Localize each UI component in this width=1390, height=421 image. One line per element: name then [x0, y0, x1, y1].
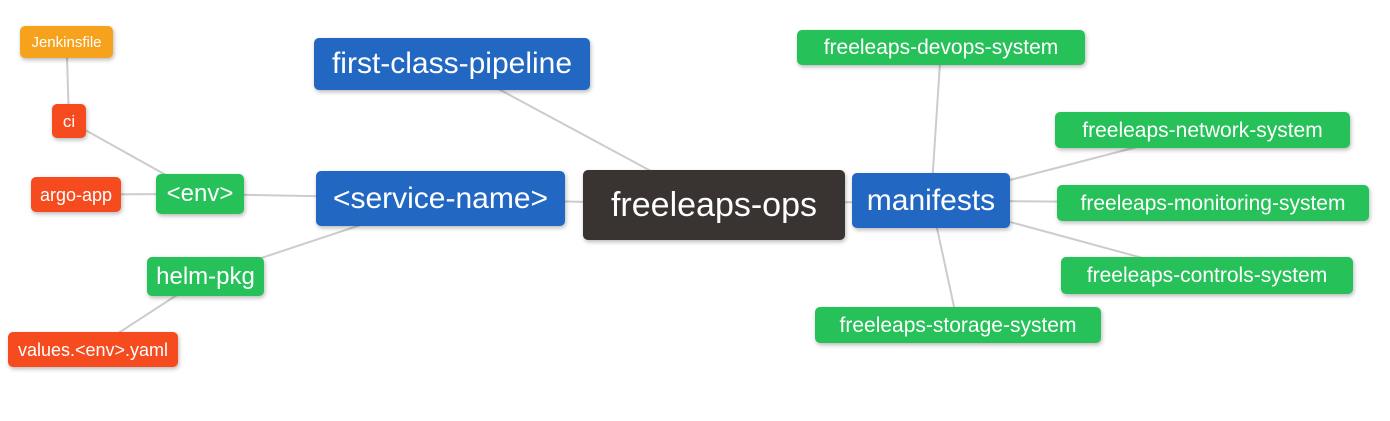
node-label: manifests	[866, 183, 996, 217]
node-freeleaps-devops-system[interactable]: freeleaps-devops-system	[797, 30, 1085, 65]
node-label: freeleaps-network-system	[1082, 118, 1323, 142]
node-helm-pkg[interactable]: helm-pkg	[147, 257, 264, 296]
node-label: helm-pkg	[156, 262, 255, 290]
node-label: freeleaps-ops	[610, 186, 817, 224]
node-jenkinsfile[interactable]: Jenkinsfile	[20, 26, 113, 58]
node-label: <env>	[166, 180, 234, 207]
node-label: freeleaps-devops-system	[823, 36, 1059, 59]
node-first-class-pipeline[interactable]: first-class-pipeline	[314, 38, 590, 90]
node-freeleaps-monitoring-system[interactable]: freeleaps-monitoring-system	[1057, 185, 1369, 221]
node-label: <service-name>	[332, 181, 549, 215]
node-values-env-yaml[interactable]: values.<env>.yaml	[8, 332, 178, 367]
node-service-name[interactable]: <service-name>	[316, 171, 565, 226]
node-ci[interactable]: ci	[52, 104, 86, 138]
node-label: argo-app	[39, 184, 113, 205]
node-label: freeleaps-storage-system	[839, 313, 1077, 337]
node-label: Jenkinsfile	[31, 33, 102, 51]
node-env[interactable]: <env>	[156, 174, 244, 214]
node-label: freeleaps-controls-system	[1086, 264, 1328, 287]
node-freeleaps-ops[interactable]: freeleaps-ops	[583, 170, 845, 240]
node-manifests[interactable]: manifests	[852, 173, 1010, 228]
node-freeleaps-network-system[interactable]: freeleaps-network-system	[1055, 112, 1350, 148]
node-argo-app[interactable]: argo-app	[31, 177, 121, 212]
node-label: first-class-pipeline	[331, 47, 573, 80]
node-label: values.<env>.yaml	[17, 339, 169, 360]
node-freeleaps-storage-system[interactable]: freeleaps-storage-system	[815, 307, 1101, 343]
node-freeleaps-controls-system[interactable]: freeleaps-controls-system	[1061, 257, 1353, 294]
node-label: freeleaps-monitoring-system	[1080, 191, 1346, 215]
node-label: ci	[62, 111, 76, 131]
